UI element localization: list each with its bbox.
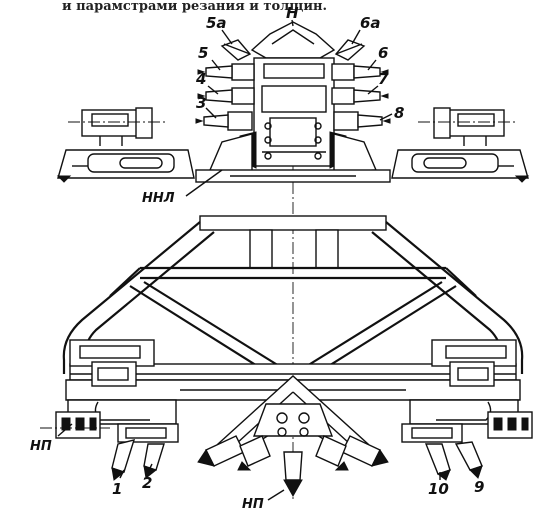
- label-10: 10: [428, 480, 449, 498]
- lower-central-head: [197, 375, 389, 498]
- label-1: 1: [112, 480, 122, 498]
- cutter-1: [111, 439, 136, 481]
- leader-lines: [57, 19, 479, 501]
- label-3: 3: [196, 94, 206, 112]
- label-9: 9: [474, 478, 484, 496]
- lower-left-assembly: [40, 399, 179, 443]
- top-caption: и парамстрами резания и толщин.: [62, 0, 327, 14]
- label-6: 6: [378, 44, 388, 62]
- label-7: 7: [378, 70, 389, 88]
- cutter-5a: [220, 39, 252, 61]
- label-2: 2: [142, 474, 152, 492]
- lower-right-assembly: [401, 399, 533, 443]
- label-HP-left: НП: [30, 439, 52, 454]
- cutter-6: [331, 63, 389, 81]
- label-HHL: ННЛ: [142, 191, 175, 206]
- label-6a: 6а: [360, 14, 381, 32]
- label-H: Н: [286, 4, 299, 22]
- cutter-2: [143, 443, 165, 479]
- cutter-8: [333, 111, 391, 131]
- right-side-unit: [391, 107, 530, 183]
- label-5: 5: [198, 44, 208, 62]
- left-side-unit: [56, 107, 195, 183]
- right-bracket: [431, 339, 517, 387]
- left-bracket: [69, 339, 155, 387]
- cutter-6a: [334, 39, 366, 61]
- upper-cutting-head: [195, 21, 391, 183]
- label-8: 8: [394, 104, 404, 122]
- cutter-9: [454, 441, 483, 479]
- label-HP-bottom: НП: [242, 497, 264, 512]
- labels: 5а Н 6а 5 6 4 7 3 8 ННЛ НП 1 2 НП 10 9: [30, 4, 484, 512]
- label-5a: 5а: [206, 14, 227, 32]
- cutter-4: [197, 87, 255, 105]
- cutter-3: [195, 111, 253, 131]
- cutter-7: [331, 87, 389, 105]
- cutter-5: [197, 63, 255, 81]
- cutter-10: [424, 443, 451, 481]
- label-4: 4: [195, 70, 206, 88]
